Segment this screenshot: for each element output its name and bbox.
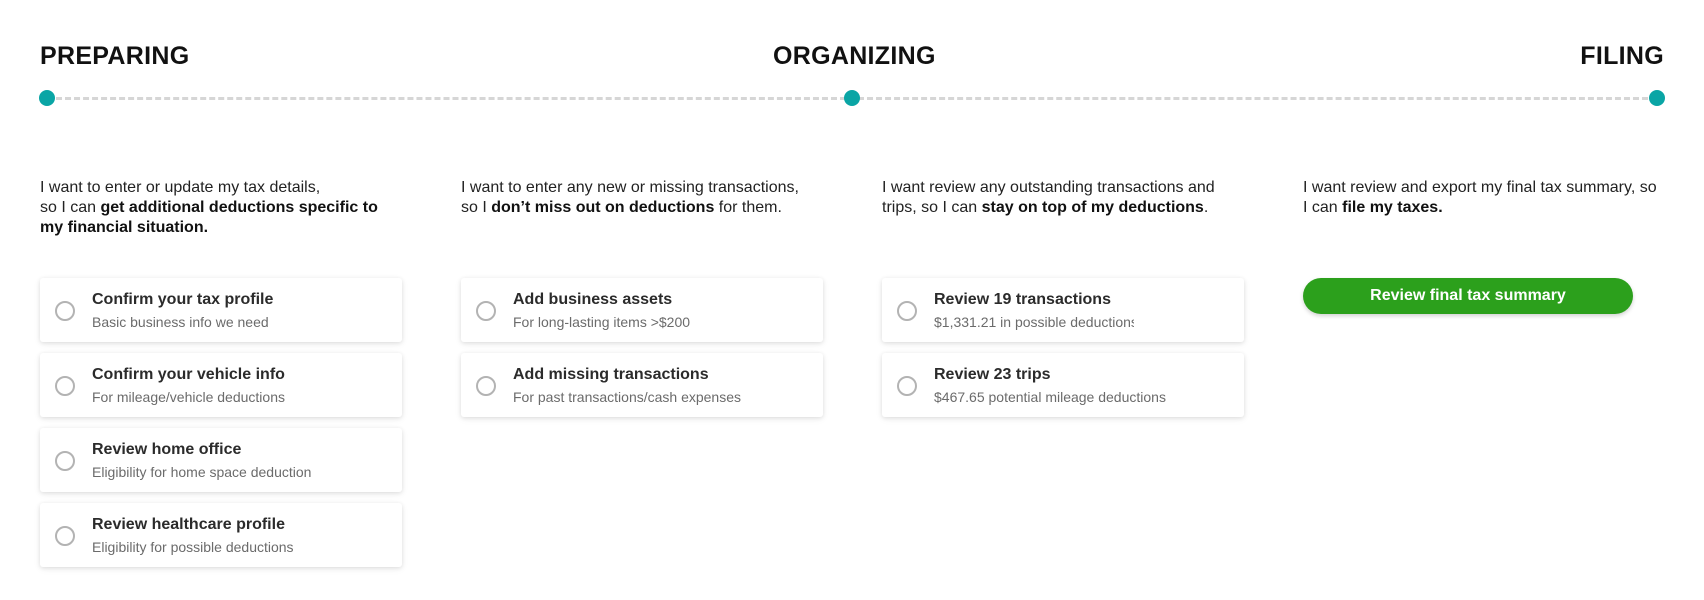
task-title: Review 19 transactions [934, 291, 1111, 308]
task-subtitle: $1,331.21 in possible deductions [934, 314, 1134, 330]
radio-circle-icon[interactable] [476, 301, 496, 321]
task-subtitle: Basic business info we need [92, 314, 269, 330]
task-card-home-office[interactable]: Review home office Eligibility for home … [40, 428, 402, 492]
radio-circle-icon[interactable] [476, 376, 496, 396]
description-emphasis: don’t miss out on deductions [491, 199, 715, 216]
description-emphasis: stay on top of my deductions [981, 199, 1204, 216]
phase-label-organizing: ORGANIZING [773, 42, 936, 70]
task-title: Confirm your vehicle info [92, 366, 285, 383]
description-text: I want review and export my final tax su… [1303, 179, 1657, 216]
task-subtitle: Eligibility for home space deduction [92, 464, 312, 480]
timeline-dot-organizing [844, 90, 860, 106]
radio-circle-icon[interactable] [897, 301, 917, 321]
task-card-missing-transactions[interactable]: Add missing transactions For past transa… [461, 353, 823, 417]
column-organizing-transactions: I want to enter any new or missing trans… [461, 178, 823, 428]
task-card-tax-profile[interactable]: Confirm your tax profile Basic business … [40, 278, 402, 342]
task-subtitle: For long-lasting items >$200 [513, 314, 691, 330]
description-text: I want to enter or update my tax details… [40, 179, 321, 216]
radio-circle-icon[interactable] [55, 526, 75, 546]
radio-circle-icon[interactable] [55, 376, 75, 396]
task-title: Review healthcare profile [92, 516, 285, 533]
task-card-review-transactions[interactable]: Review 19 transactions $1,331.21 in poss… [882, 278, 1244, 342]
progress-timeline [39, 90, 1665, 106]
column-description: I want review any outstanding transactio… [882, 178, 1244, 278]
task-card-vehicle-info[interactable]: Confirm your vehicle info For mileage/ve… [40, 353, 402, 417]
radio-circle-icon[interactable] [55, 451, 75, 471]
column-description: I want to enter any new or missing trans… [461, 178, 823, 278]
task-subtitle: $467.65 potential mileage deductions [934, 389, 1166, 405]
column-filing: I want review and export my final tax su… [1303, 178, 1683, 314]
radio-circle-icon[interactable] [897, 376, 917, 396]
column-description: I want to enter or update my tax details… [40, 178, 402, 278]
task-title: Confirm your tax profile [92, 291, 274, 308]
task-card-healthcare-profile[interactable]: Review healthcare profile Eligibility fo… [40, 503, 402, 567]
description-text: I want review any outstanding transactio… [882, 179, 1215, 216]
task-title: Add business assets [513, 291, 673, 308]
description-emphasis: get additional deductions specific to my… [40, 199, 378, 236]
description-suffix: for them. [714, 199, 782, 216]
task-title: Review 23 trips [934, 366, 1051, 383]
timeline-dot-preparing [39, 90, 55, 106]
task-subtitle: For mileage/vehicle deductions [92, 389, 285, 405]
phase-label-filing: FILING [1580, 42, 1664, 70]
phase-label-preparing: PREPARING [40, 42, 190, 70]
description-emphasis: file my taxes. [1342, 199, 1443, 216]
task-subtitle: For past transactions/cash expenses [513, 389, 742, 405]
task-subtitle: Eligibility for possible deductions [92, 539, 294, 555]
task-title: Add missing transactions [513, 366, 709, 383]
task-card-review-trips[interactable]: Review 23 trips $467.65 potential mileag… [882, 353, 1244, 417]
column-preparing: I want to enter or update my tax details… [40, 178, 402, 578]
column-organizing-review: I want review any outstanding transactio… [882, 178, 1244, 428]
column-description: I want review and export my final tax su… [1303, 178, 1683, 278]
timeline-dot-filing [1649, 90, 1665, 106]
description-text: I want to enter any new or missing trans… [461, 179, 799, 216]
radio-circle-icon[interactable] [55, 301, 75, 321]
review-final-tax-summary-button[interactable]: Review final tax summary [1303, 278, 1633, 314]
task-title: Review home office [92, 441, 242, 458]
description-suffix: . [1203, 199, 1209, 216]
task-card-business-assets[interactable]: Add business assets For long-lasting ite… [461, 278, 823, 342]
